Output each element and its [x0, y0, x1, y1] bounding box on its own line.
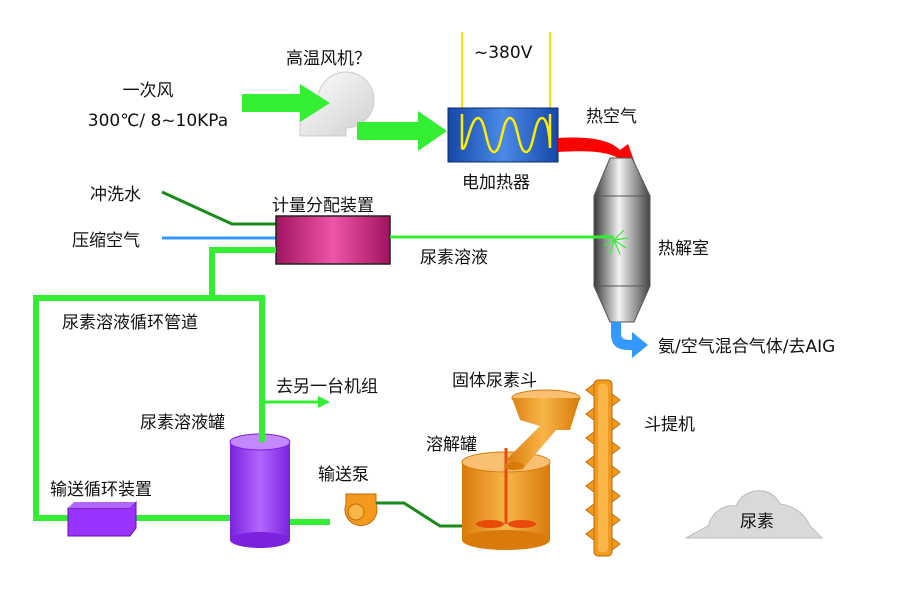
urea-solution-tank	[229, 433, 291, 548]
voltage-label: ~380V	[474, 43, 533, 63]
dissolve-tank-label: 溶解罐	[426, 435, 477, 455]
primary-air-condition-label: 300℃/ 8~10KPa	[88, 111, 228, 131]
branch-to-other-unit	[262, 396, 330, 408]
flush-water-label: 冲洗水	[90, 185, 141, 205]
decomposer-label: 热解室	[658, 239, 709, 259]
transfer-pump-label: 输送泵	[318, 465, 369, 485]
bucket-elevator	[585, 379, 621, 557]
other-unit-label: 去另一台机组	[276, 377, 378, 397]
bucket-elevator-label: 斗提机	[644, 415, 695, 435]
circulation-pipe-label: 尿素溶液循环管道	[62, 313, 198, 333]
blower	[299, 71, 375, 137]
blower-label: 高温风机？	[286, 49, 371, 69]
spray-nozzle	[603, 229, 629, 255]
urea-solution-label: 尿素溶液	[420, 248, 488, 268]
hot-air-arrow	[558, 137, 636, 166]
primary-air-label: 一次风	[123, 81, 174, 101]
heating-coil	[460, 114, 552, 154]
circulation-loop	[33, 247, 330, 525]
power-leads	[461, 32, 551, 108]
ammonia-outlet-label: 氨/空气混合气体/去AIG	[658, 337, 835, 357]
urea-label: 尿素	[740, 512, 774, 532]
circulation-device-label: 输送循环装置	[50, 480, 152, 500]
transfer-pump	[344, 493, 378, 526]
pump-to-dissolver-line	[376, 501, 470, 528]
flush-water-line	[161, 190, 276, 226]
metering-label: 计量分配装置	[272, 196, 374, 216]
compressed-air-label: 压缩空气	[72, 231, 140, 251]
air-to-heater-arrow	[357, 111, 447, 151]
heater-label: 电加热器	[462, 173, 530, 193]
dissolving-tank	[461, 448, 551, 550]
ammonia-outlet-arrow	[611, 322, 648, 358]
electric-heater	[447, 107, 559, 163]
solution-tank-label: 尿素溶液罐	[140, 413, 225, 433]
decomposition-chamber	[593, 157, 651, 323]
solid-hopper-label: 固体尿素斗	[452, 371, 537, 391]
solid-urea-hopper	[504, 389, 581, 470]
circulation-device	[67, 500, 137, 537]
primary-air-arrow	[242, 84, 330, 122]
hot-air-label: 热空气	[586, 107, 637, 127]
metering-device	[275, 215, 391, 265]
urea-pile	[685, 490, 824, 539]
